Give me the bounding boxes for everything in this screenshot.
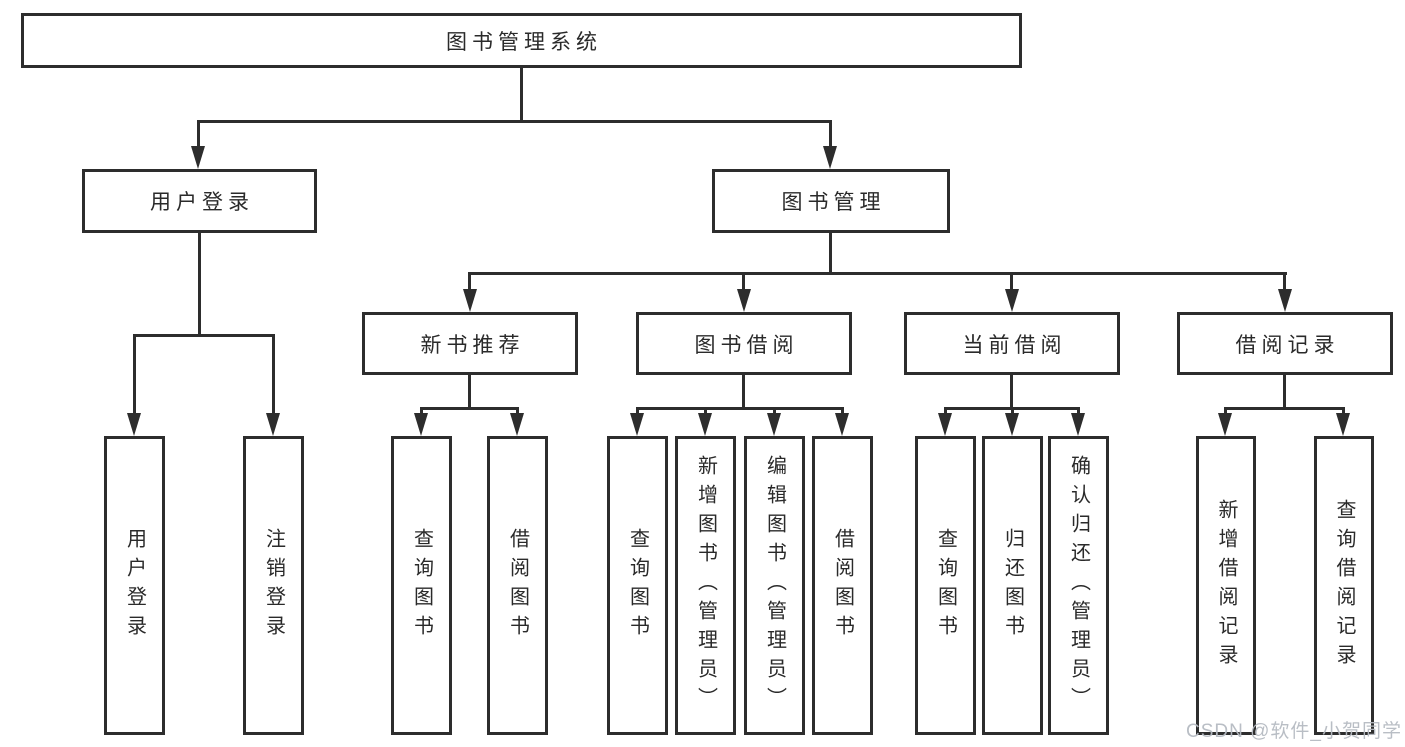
arrowhead-nb-borrow: [510, 413, 524, 436]
edge-userlogin-trunk: [198, 233, 201, 337]
edge-bookborrow-hbar: [636, 407, 844, 410]
arrowhead-bw-add: [698, 413, 712, 436]
edge-drop-rec-add: [1224, 407, 1227, 415]
edge-drop-rec-query: [1342, 407, 1345, 415]
node-book-management: 图书管理: [712, 169, 950, 233]
edge-drop-user-login: [197, 120, 200, 148]
csdn-watermark: CSDN @软件_小贺同学: [1186, 721, 1402, 742]
arrowhead-bw-query: [630, 413, 644, 436]
edge-drop-leaf-userlogin: [133, 334, 136, 415]
leaf-newbook-borrow-book: 借阅图书: [487, 436, 548, 735]
leaf-newbook-query-book: 查询图书: [391, 436, 452, 735]
arrowhead-bw-borrow: [835, 413, 849, 436]
arrowhead-bw-edit: [767, 413, 781, 436]
edge-drop-bw-borrow: [841, 407, 844, 415]
edge-drop-book-mgmt: [829, 120, 832, 148]
node-book-borrowing: 图书借阅: [636, 312, 852, 375]
leaf-user-login: 用户登录: [104, 436, 165, 735]
leaf-borrowing-edit-book-admin: 编辑图书（管理员）: [744, 436, 805, 735]
edge-borrowrecords-hbar: [1224, 407, 1345, 410]
edge-root-hbar: [197, 120, 832, 123]
node-root: 图书管理系统: [21, 13, 1022, 68]
leaf-records-query-record: 查询借阅记录: [1314, 436, 1374, 735]
edge-currentborrow-trunk: [1010, 375, 1013, 410]
edge-drop-nb-query: [420, 407, 423, 415]
edge-userlogin-hbar: [133, 334, 275, 337]
node-user-login: 用户登录: [82, 169, 317, 233]
edge-bookmgmt-hbar: [468, 272, 1287, 275]
arrowhead-cur-confirm: [1071, 413, 1085, 436]
edge-bookmgmt-trunk: [829, 233, 832, 274]
arrowhead-currentborrow: [1005, 289, 1019, 312]
arrowhead-leaf-logout: [266, 413, 280, 436]
leaf-current-confirm-return-admin: 确认归还（管理员）: [1048, 436, 1109, 735]
leaf-borrowing-borrow-book: 借阅图书: [812, 436, 873, 735]
arrowhead-rec-query: [1336, 413, 1350, 436]
arrowhead-cur-return: [1005, 413, 1019, 436]
edge-drop-nb-borrow: [516, 407, 519, 415]
edge-drop-leaf-logout: [272, 334, 275, 415]
leaf-logout: 注销登录: [243, 436, 304, 735]
leaf-records-add-record: 新增借阅记录: [1196, 436, 1256, 735]
arrowhead-nb-query: [414, 413, 428, 436]
arrowhead-bookborrow: [737, 289, 751, 312]
edge-bookborrow-trunk: [742, 375, 745, 410]
node-current-borrowing: 当前借阅: [904, 312, 1120, 375]
edge-root-trunk: [520, 68, 523, 120]
arrowhead-newbook: [463, 289, 477, 312]
edge-drop-cur-return: [1011, 407, 1014, 415]
edge-drop-cur-confirm: [1077, 407, 1080, 415]
edge-borrowrecords-trunk: [1283, 375, 1286, 410]
leaf-current-query-book: 查询图书: [915, 436, 976, 735]
edge-drop-bw-add: [704, 407, 707, 415]
arrowhead-cur-query: [938, 413, 952, 436]
arrowhead-book-mgmt: [823, 146, 837, 169]
edge-drop-bw-query: [636, 407, 639, 415]
edge-drop-bookborrow: [742, 272, 745, 291]
leaf-borrowing-add-book-admin: 新增图书（管理员）: [675, 436, 736, 735]
arrowhead-user-login: [191, 146, 205, 169]
edge-drop-currentborrow: [1010, 272, 1013, 291]
edge-drop-cur-query: [944, 407, 947, 415]
node-new-book-recommend: 新书推荐: [362, 312, 578, 375]
arrowhead-borrowrecords: [1278, 289, 1292, 312]
node-borrow-records: 借阅记录: [1177, 312, 1393, 375]
edge-drop-borrowrecords: [1283, 272, 1286, 291]
edge-newbook-hbar: [420, 407, 519, 410]
arrowhead-leaf-userlogin: [127, 413, 141, 436]
leaf-borrowing-query-book: 查询图书: [607, 436, 668, 735]
edge-newbook-trunk: [468, 375, 471, 410]
leaf-current-return-book: 归还图书: [982, 436, 1043, 735]
edge-drop-bw-edit: [773, 407, 776, 415]
arrowhead-rec-add: [1218, 413, 1232, 436]
edge-drop-newbook: [468, 272, 471, 291]
